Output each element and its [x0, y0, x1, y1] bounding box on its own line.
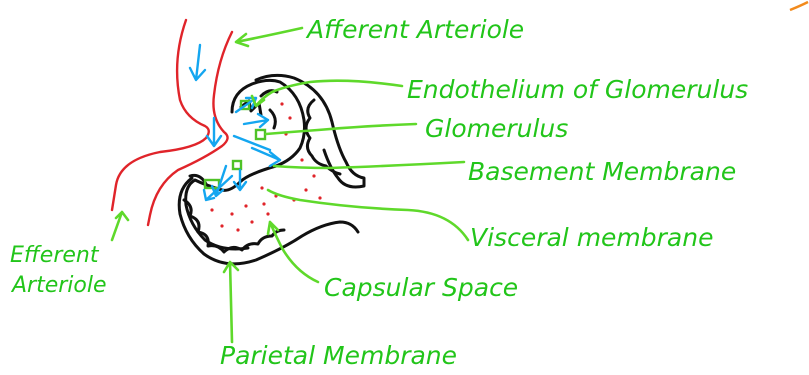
blood-flow-arrows — [190, 45, 280, 200]
pointer-efferent — [112, 212, 128, 240]
endothelium-label: Endothelium of Glomerulus — [407, 75, 748, 104]
pointer-afferent — [236, 28, 302, 46]
efferent-arteriole-label-line1: Efferent — [10, 243, 100, 268]
capsular-space-label: Capsular Space — [324, 273, 518, 302]
parietal-membrane-label: Parietal Membrane — [220, 341, 457, 370]
bowmans-capsule — [179, 75, 364, 263]
flow-arrow — [252, 148, 280, 166]
basement-membrane-label: Basement Membrane — [468, 157, 736, 186]
efferent-arteriole-label-line2: Arteriole — [10, 273, 107, 298]
afferent-arteriole-label: Afferent Arteriole — [305, 15, 524, 44]
glomerulus-marker — [233, 161, 241, 169]
glomerulus-label: Glomerulus — [425, 114, 568, 143]
flow-arrow — [244, 114, 268, 127]
afferent-wall-right — [148, 32, 232, 225]
glomerulus-marker — [256, 130, 265, 139]
corner-mark — [790, 2, 808, 10]
visceral-membrane-label: Visceral membrane — [470, 223, 713, 252]
pointer-visceral — [268, 190, 468, 240]
pointer-glomerulus — [266, 124, 416, 134]
flow-arrow — [190, 45, 205, 80]
pointer-basement — [274, 162, 464, 168]
pointer-parietal — [224, 262, 238, 342]
pointer-endothelium — [252, 81, 402, 106]
